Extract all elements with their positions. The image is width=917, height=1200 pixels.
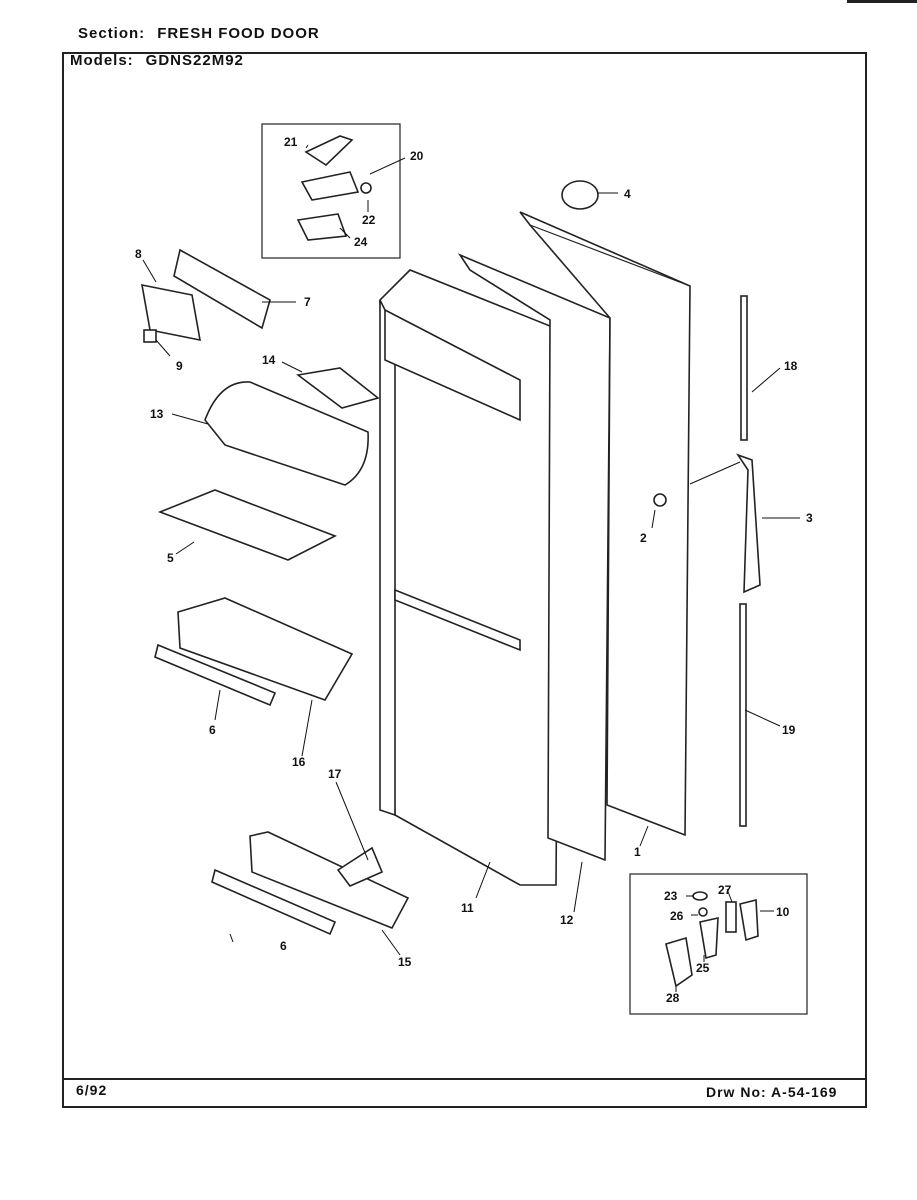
screw-9: [143, 329, 157, 343]
hinge-plate-20: [300, 171, 360, 201]
drawing-value: A-54-169: [771, 1084, 838, 1100]
diagram-frame: [62, 52, 867, 1108]
part-label-1: 1: [634, 845, 641, 859]
part-label-18: 18: [784, 359, 798, 373]
part-label-9: 9: [176, 359, 183, 373]
part-label-6-lower: 6: [280, 939, 287, 953]
section-header: Section: FRESH FOOD DOOR: [78, 25, 320, 42]
drawing-label: Drw No:: [706, 1084, 767, 1100]
leader-lines: [142, 144, 800, 992]
bracket-28: [665, 936, 693, 988]
models-header: Models: GDNS22M92: [70, 52, 244, 69]
part-label-20: 20: [410, 149, 424, 163]
egg-tray-5: [157, 489, 337, 561]
part-label-3: 3: [806, 511, 813, 525]
bin-retainer-17: [336, 846, 384, 887]
part-label-2: 2: [640, 531, 647, 545]
drawing-number: Drw No: A-54-169: [706, 1084, 837, 1100]
cam-25: [699, 916, 719, 960]
bin-trim-6-lower: [211, 868, 337, 936]
part-label-14: 14: [262, 353, 276, 367]
liner-shelf: [394, 588, 521, 652]
bin-trim-6-upper: [154, 643, 277, 707]
section-value: FRESH FOOD DOOR: [157, 25, 320, 42]
handle-trim-18: [740, 295, 748, 441]
hinge-bracket-8: [141, 283, 201, 342]
outer-door-top-edge: [529, 224, 691, 287]
part-label-17: 17: [328, 767, 342, 781]
dairy-cover-13: [204, 381, 369, 486]
models-label: Models:: [70, 52, 134, 69]
door-cap-4: [561, 180, 599, 210]
door-bin-16: [177, 597, 354, 701]
door-bin-15: [249, 831, 410, 930]
part-label-25: 25: [696, 961, 710, 975]
part-label-15: 15: [398, 955, 412, 969]
shim-27: [725, 901, 737, 933]
models-value: GDNS22M92: [145, 52, 244, 69]
hinge-shim-24: [296, 213, 348, 241]
part-label-22: 22: [362, 213, 376, 227]
footer-divider: [62, 1078, 867, 1080]
hinge-cover-21: [304, 135, 354, 167]
washer-23: [692, 891, 708, 901]
part-label-13: 13: [150, 407, 164, 421]
hinge-arm-7: [173, 248, 271, 330]
part-label-10: 10: [776, 905, 790, 919]
part-label-27: 27: [718, 883, 732, 897]
footer-date: 6/92: [76, 1082, 108, 1098]
bottom-hinge-inset-box: [629, 873, 808, 1015]
hinge-washer-22: [360, 182, 372, 194]
handle-trim-19: [739, 603, 747, 827]
top-edge-mark: [847, 0, 917, 3]
liner-side-wall: [379, 299, 396, 817]
part-label-16: 16: [292, 755, 306, 769]
part-label-7: 7: [304, 295, 311, 309]
part-label-26: 26: [670, 909, 684, 923]
part-label-5: 5: [167, 551, 174, 565]
hinge-10: [739, 898, 759, 942]
hinge-inset-box: [261, 123, 401, 259]
liner-top-shelf: [384, 308, 521, 422]
part-label-21: 21: [284, 135, 298, 149]
part-label-6-upper: 6: [209, 723, 216, 737]
part-label-4: 4: [624, 187, 631, 201]
section-label: Section:: [78, 25, 146, 42]
part-label-24: 24: [354, 235, 368, 249]
dairy-door-14: [296, 367, 380, 409]
part-label-12: 12: [560, 913, 574, 927]
part-label-11: 11: [461, 901, 474, 915]
bushing-26: [698, 907, 708, 917]
part-label-23: 23: [664, 889, 678, 903]
part-label-8: 8: [135, 247, 142, 261]
plug-2: [653, 493, 667, 507]
door-handle-3: [735, 453, 761, 594]
part-label-28: 28: [666, 991, 680, 1005]
part-label-19: 19: [782, 723, 796, 737]
